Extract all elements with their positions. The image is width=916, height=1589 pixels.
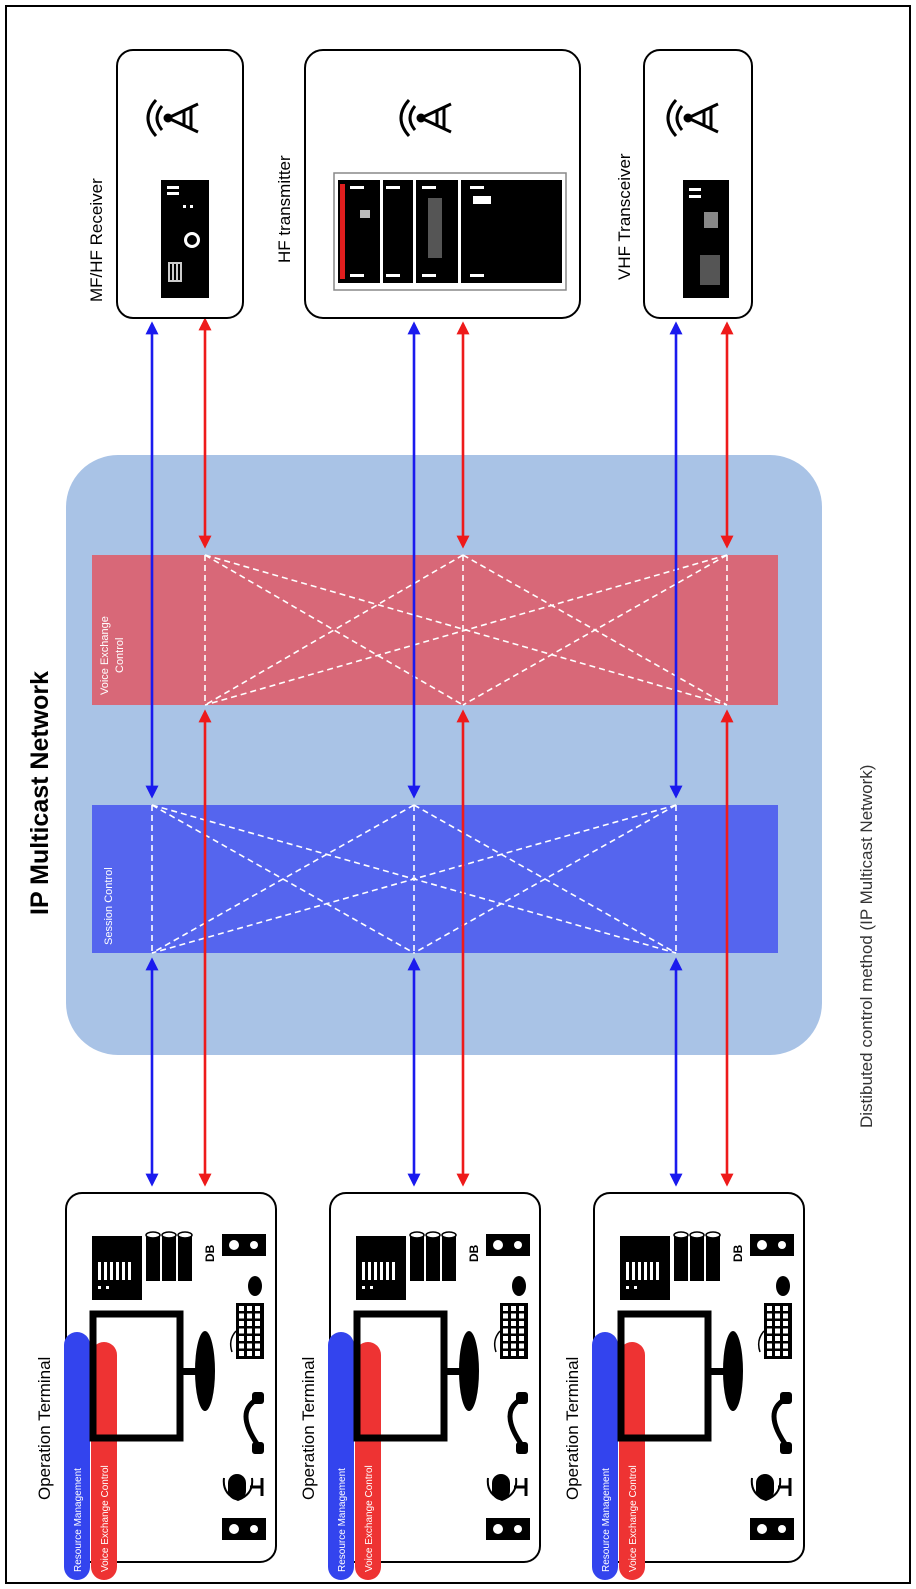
resource-management-pill — [64, 1332, 90, 1580]
mouse-icon — [512, 1276, 526, 1296]
headphones-icon — [243, 1392, 264, 1454]
server-icon — [356, 1236, 406, 1300]
transmitter-rack-icon — [333, 172, 567, 291]
caption: Distibuted control method (IP Multicast … — [857, 765, 876, 1128]
db-label: DB — [203, 1244, 217, 1262]
device-mfhf-receiver: MF/HF Receiver — [87, 49, 244, 319]
resource-management-label: Resource Management — [601, 1468, 612, 1572]
monitor-icon — [353, 1310, 479, 1442]
voice-mesh — [204, 554, 728, 706]
device-hf-transmitter: HF transmitter — [275, 49, 581, 319]
mouse-icon — [776, 1276, 790, 1296]
network-title: IP Multicast Network — [26, 671, 54, 915]
monitor-icon — [89, 1310, 215, 1442]
speaker-icon — [486, 1518, 530, 1540]
keyboard-icon — [493, 1303, 528, 1359]
speaker-icon — [486, 1234, 530, 1256]
speaker-icon — [222, 1234, 266, 1256]
speaker-icon — [750, 1234, 794, 1256]
database-icon — [145, 1231, 193, 1281]
voice-exchange-pill — [355, 1342, 381, 1580]
device-label: VHF Transceiver — [615, 153, 634, 280]
server-icon — [92, 1236, 142, 1300]
terminal-label: Operation Terminal — [299, 1357, 318, 1500]
microphone-icon — [750, 1474, 792, 1502]
speaker-icon — [222, 1518, 266, 1540]
db-label: DB — [731, 1244, 745, 1262]
device-label: HF transmitter — [275, 155, 294, 263]
receiver-unit-icon — [161, 180, 209, 298]
keyboard-icon — [757, 1303, 792, 1359]
terminal-label: Operation Terminal — [563, 1357, 582, 1500]
session-control-band — [92, 805, 778, 953]
resource-management-pill — [592, 1332, 618, 1580]
database-icon — [409, 1231, 457, 1281]
antenna-icon — [146, 99, 199, 137]
monitor-icon — [617, 1310, 743, 1442]
voice-exchange-label: Voice Exchange Control — [364, 1465, 375, 1572]
mouse-icon — [248, 1276, 262, 1296]
voice-exchange-label: Voice Exchange Control — [628, 1465, 639, 1572]
red-arrows — [198, 317, 734, 1187]
voice-exchange-pill — [91, 1342, 117, 1580]
keyboard-icon — [229, 1303, 264, 1359]
microphone-icon — [486, 1474, 528, 1502]
voice-exchange-band — [92, 555, 778, 705]
headphones-icon — [771, 1392, 792, 1454]
resource-management-label: Resource Management — [337, 1468, 348, 1572]
network-area — [66, 455, 822, 1055]
antenna-icon — [399, 99, 452, 137]
database-icon — [673, 1231, 721, 1281]
transceiver-unit-icon — [683, 180, 729, 298]
voice-exchange-label: Voice Exchange Control — [100, 1465, 111, 1572]
speaker-icon — [750, 1518, 794, 1540]
microphone-icon — [222, 1474, 264, 1502]
device-vhf-transceiver: VHF Transceiver — [615, 49, 753, 319]
terminal-label: Operation Terminal — [35, 1357, 54, 1500]
antenna-icon — [666, 99, 719, 137]
resource-management-pill — [328, 1332, 354, 1580]
voice-exchange-pill — [619, 1342, 645, 1580]
db-label: DB — [467, 1244, 481, 1262]
headphones-icon — [507, 1392, 528, 1454]
resource-management-label: Resource Management — [73, 1468, 84, 1572]
server-icon — [620, 1236, 670, 1300]
device-label: MF/HF Receiver — [87, 178, 106, 302]
session-band-label: Session Control — [103, 867, 115, 945]
blue-arrows — [145, 321, 683, 1187]
